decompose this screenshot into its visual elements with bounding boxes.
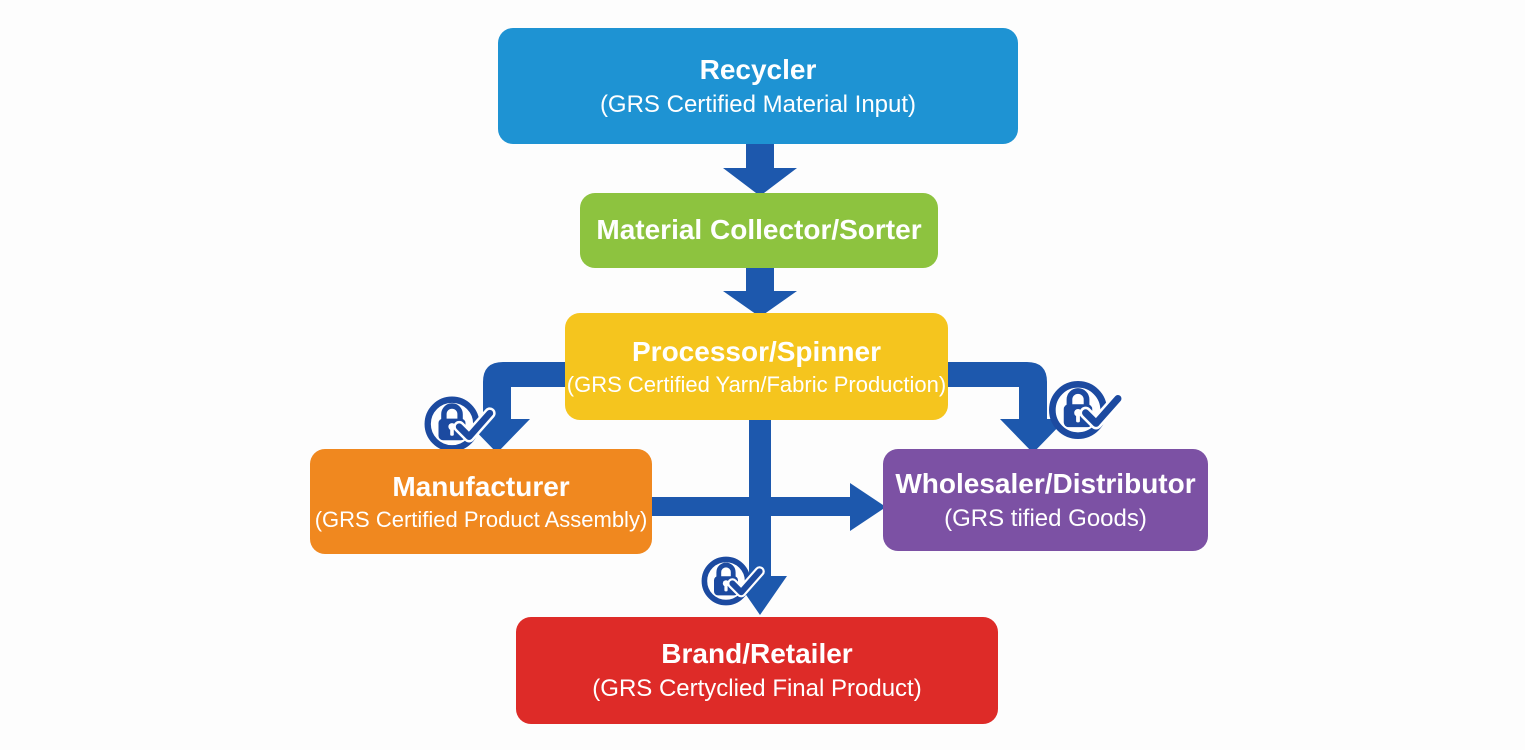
lock-check-icon <box>424 396 496 452</box>
node-wholesaler-distributor: Wholesaler/Distributor (GRS tified Goods… <box>883 449 1208 551</box>
lock-check-icon <box>1049 381 1125 439</box>
node-processor-spinner: Processor/Spinner (GRS Certified Yarn/Fa… <box>565 313 948 420</box>
node-title: Recycler <box>699 53 817 85</box>
node-title: Brand/Retailer <box>661 638 853 670</box>
arrow-manufacturer-to-wholesaler <box>652 483 886 531</box>
node-title: Manufacturer <box>392 470 570 502</box>
node-subtitle: (GRS Certified Product Assembly) <box>314 507 648 533</box>
node-manufacturer: Manufacturer (GRS Certified Product Asse… <box>310 449 652 554</box>
arrow-processor-to-wholesaler <box>947 362 1066 453</box>
arrow-recycler-to-collector <box>723 144 797 196</box>
arrow-processor-to-brand <box>733 420 787 615</box>
node-subtitle: (GRS tified Goods) <box>944 504 1147 532</box>
arrow-processor-to-manufacturer <box>464 362 567 453</box>
node-title: Processor/Spinner <box>632 335 881 367</box>
node-recycler: Recycler (GRS Certified Material Input) <box>498 28 1018 144</box>
node-subtitle: (GRS Certified Yarn/Fabric Production) <box>566 372 947 398</box>
node-material-collector-sorter: Material Collector/Sorter <box>580 193 938 268</box>
node-title: Wholesaler/Distributor <box>895 467 1196 499</box>
lock-check-icon <box>701 556 765 606</box>
node-title: Material Collector/Sorter <box>596 214 922 246</box>
node-subtitle: (GRS Certified Material Input) <box>599 90 917 118</box>
arrow-collector-to-processor <box>723 268 797 317</box>
node-brand-retailer: Brand/Retailer (GRS Certyclied Final Pro… <box>516 617 998 724</box>
node-subtitle: (GRS Certyclied Final Product) <box>592 675 922 703</box>
